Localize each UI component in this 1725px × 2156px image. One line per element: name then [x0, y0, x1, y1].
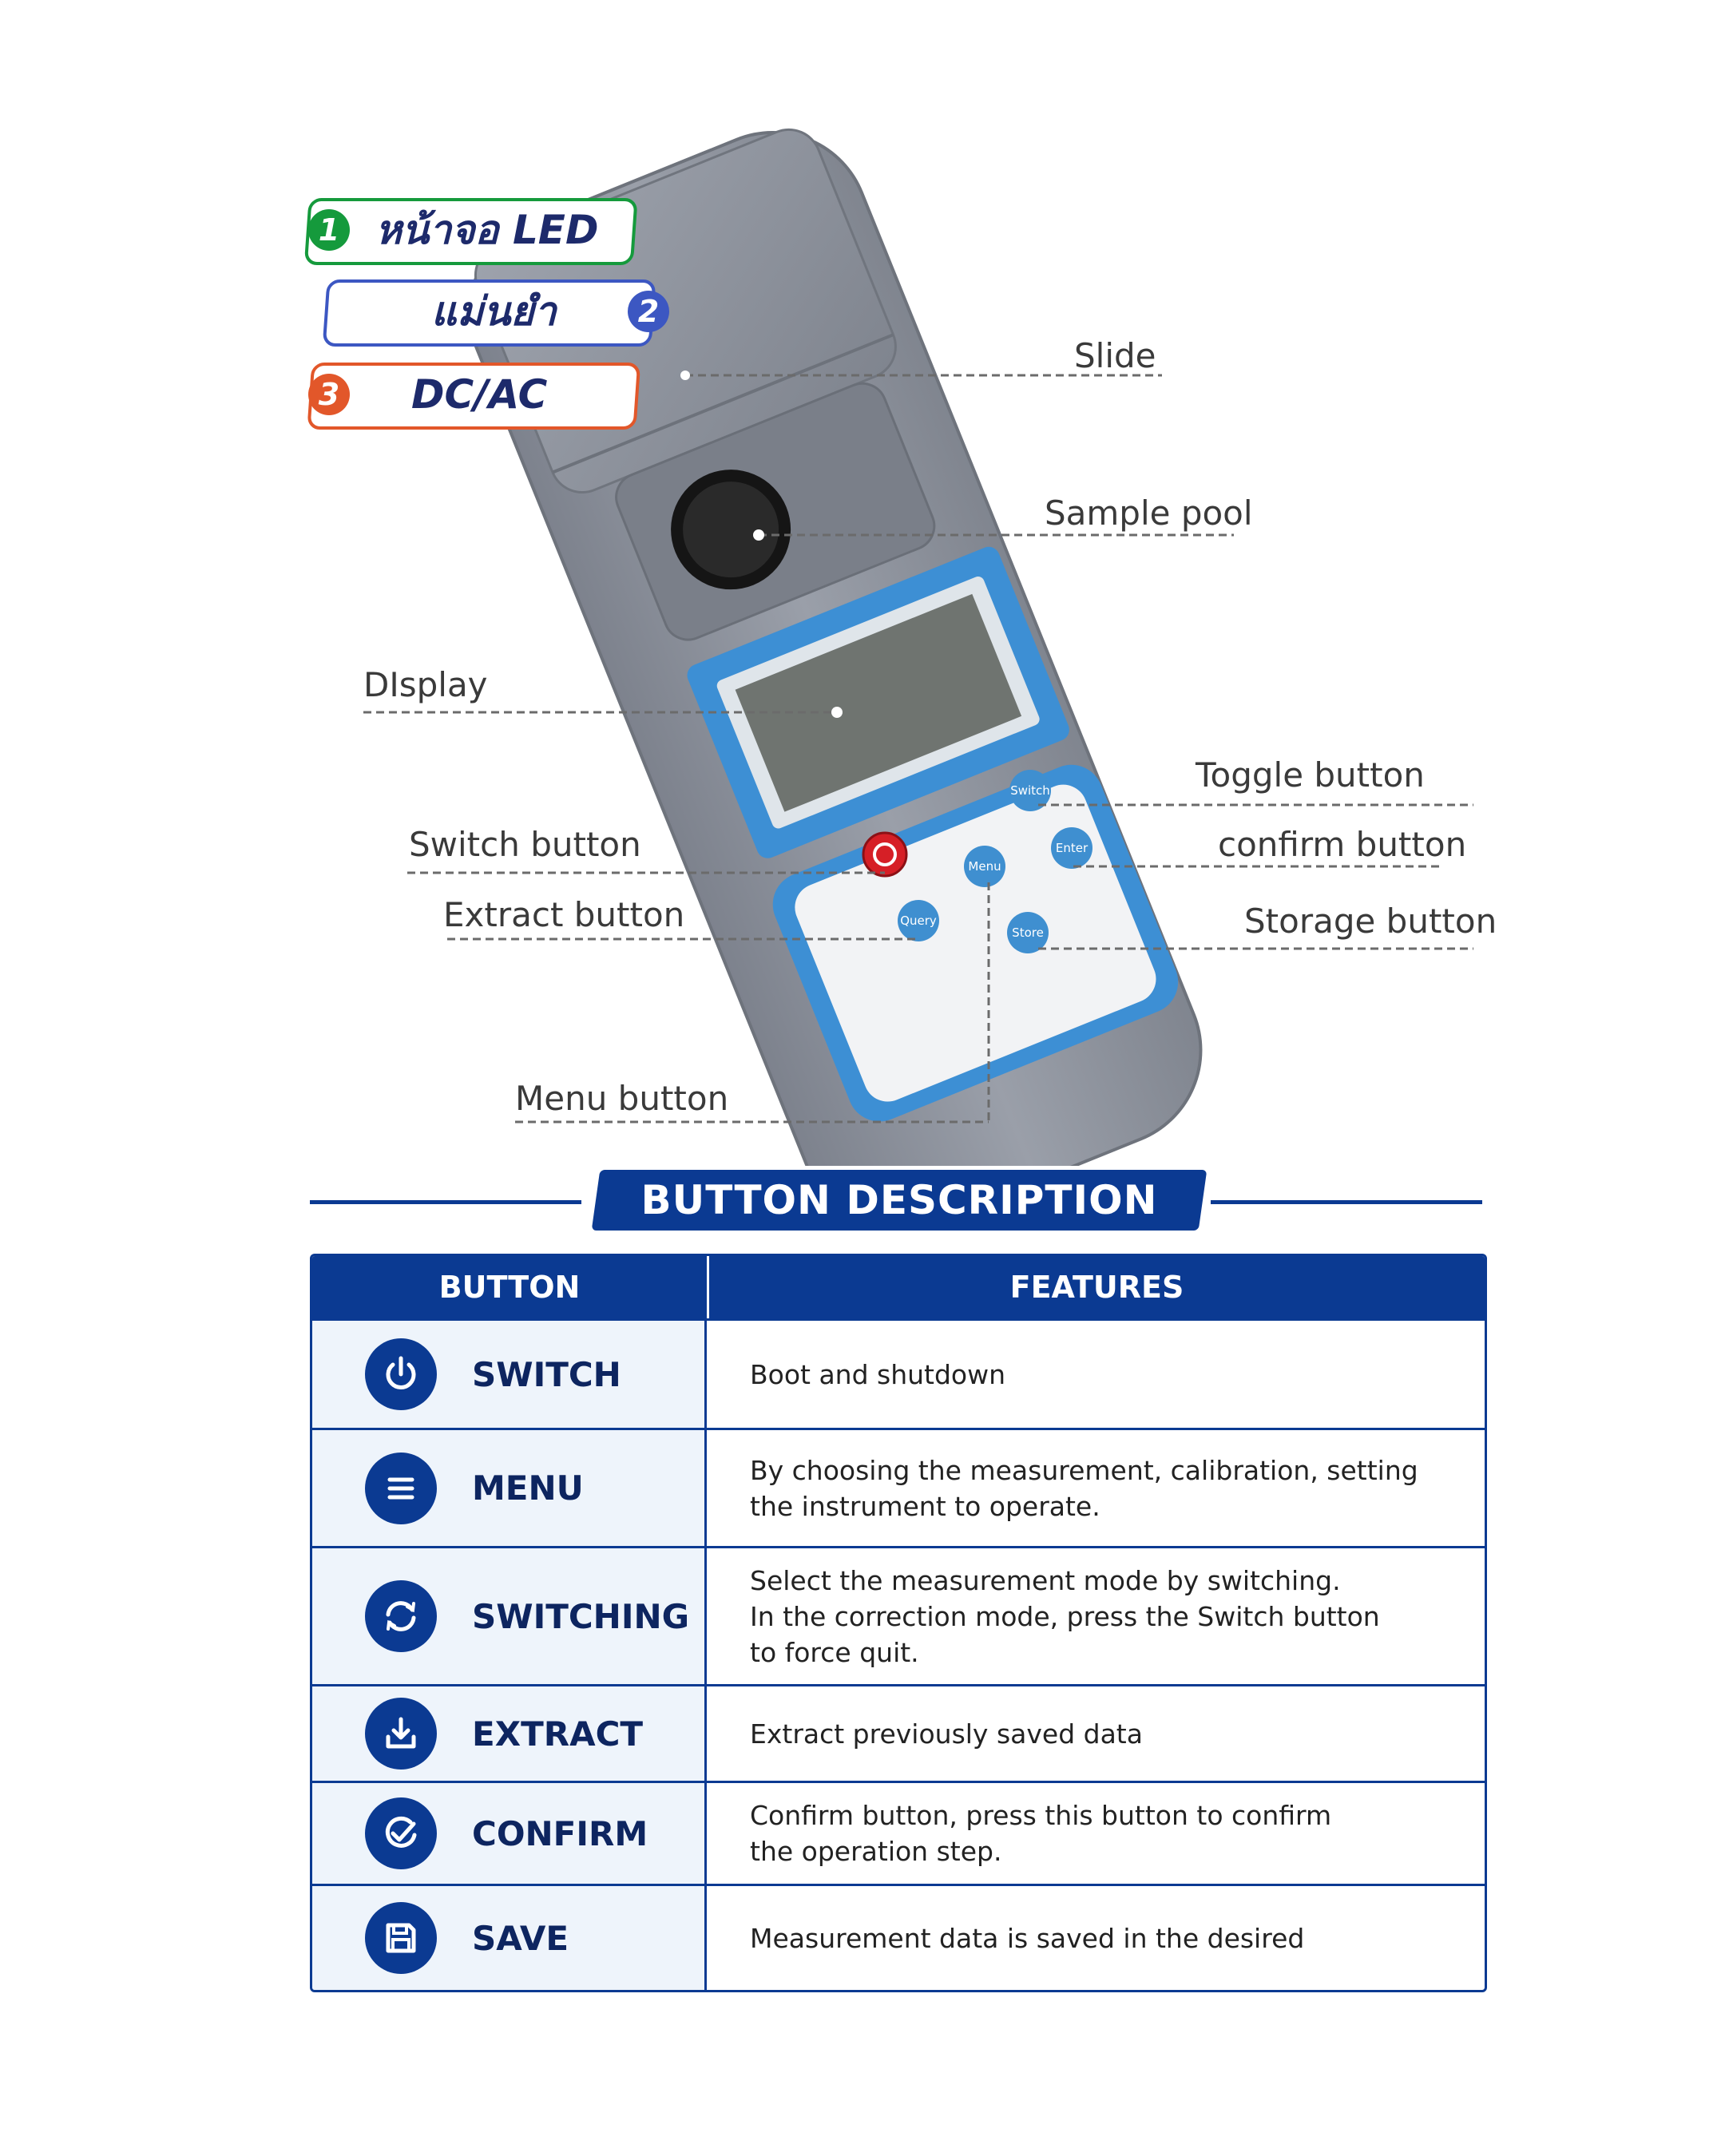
- table-row: SWITCHING Select the measurement mode by…: [312, 1546, 1485, 1684]
- query-key: [898, 900, 939, 941]
- power-key: [862, 831, 908, 878]
- button-description-table: BUTTON FEATURES SWITCH Boot and shutdown…: [310, 1254, 1487, 1992]
- section-header: BUTTON DESCRIPTION: [310, 1170, 1482, 1234]
- menu-key: [964, 846, 1005, 887]
- feature-text: Confirm button, press this button to con…: [750, 1800, 1332, 1831]
- switch-key: [1009, 770, 1051, 811]
- header-features: FEATURES: [1009, 1270, 1184, 1305]
- header-rule-left: [310, 1200, 581, 1204]
- callout-switch: Switch button: [409, 825, 641, 864]
- button-name: CONFIRM: [472, 1813, 648, 1853]
- feature-text: Boot and shutdown: [750, 1358, 1006, 1390]
- switch-key-label: Switch: [1010, 783, 1050, 798]
- badge-3-text: DC/AC: [411, 371, 548, 418]
- button-name: SAVE: [472, 1918, 569, 1958]
- table-row: EXTRACT Extract previously saved data: [312, 1684, 1485, 1781]
- section-title: BUTTON DESCRIPTION: [640, 1177, 1158, 1223]
- button-name: EXTRACT: [472, 1714, 644, 1754]
- feature-cell: Extract previously saved data: [707, 1686, 1485, 1781]
- feature-text: the operation step.: [750, 1836, 1002, 1867]
- callout-storage: Storage button: [1244, 902, 1497, 941]
- feature-cell: By choosing the measurement, calibration…: [707, 1430, 1485, 1546]
- device-illustration: Switch Enter Menu Query Store 1 หน้าจอ L…: [304, 128, 1497, 1166]
- badge-2: 2 แม่นยำ: [323, 279, 669, 347]
- button-cell: SAVE: [312, 1886, 707, 1990]
- feature-text: to force quit.: [750, 1636, 919, 1668]
- feature-text: the instrument to operate.: [750, 1490, 1100, 1522]
- button-cell: CONFIRM: [312, 1783, 707, 1884]
- keypad-buttons: Switch Enter Menu Query Store: [862, 770, 1092, 953]
- feature-cell: Select the measurement mode by switching…: [707, 1548, 1485, 1684]
- download-icon: [365, 1698, 437, 1770]
- callout-confirm: confirm button: [1218, 825, 1466, 864]
- device: [468, 128, 1203, 1166]
- table-row: MENU By choosing the measurement, calibr…: [312, 1428, 1485, 1546]
- badge-1-text: หน้าจอ LED: [375, 207, 598, 253]
- store-key-label: Store: [1012, 925, 1044, 940]
- badge-2-text: แม่นยำ: [431, 288, 558, 335]
- feature-text: In the correction mode, press the Switch…: [750, 1600, 1380, 1632]
- store-key: [1007, 912, 1049, 953]
- button-name: SWITCHING: [472, 1596, 690, 1636]
- table-header: BUTTON FEATURES: [312, 1256, 1485, 1318]
- button-cell: EXTRACT: [312, 1686, 707, 1781]
- button-cell: SWITCHING: [312, 1548, 707, 1684]
- table-row: SAVE Measurement data is saved in the de…: [312, 1884, 1485, 1990]
- callout-extract: Extract button: [443, 895, 684, 934]
- table-row: CONFIRM Confirm button, press this butto…: [312, 1781, 1485, 1884]
- callout-slide: Slide: [1074, 336, 1156, 375]
- badge-3: 3 DC/AC: [307, 363, 640, 430]
- feature-cell: Measurement data is saved in the desired: [707, 1886, 1485, 1990]
- feature-text: Extract previously saved data: [750, 1718, 1143, 1750]
- callout-display: DIsplay: [363, 665, 488, 704]
- button-name: SWITCH: [472, 1354, 621, 1394]
- button-cell: SWITCH: [312, 1321, 707, 1428]
- sync-icon: [365, 1580, 437, 1652]
- enter-key-label: Enter: [1056, 841, 1089, 855]
- check-icon: [365, 1797, 437, 1869]
- enter-key: [1051, 827, 1092, 869]
- feature-text: By choosing the measurement, calibration…: [750, 1454, 1418, 1486]
- badge-1-number: 1: [319, 212, 339, 248]
- callout-menu: Menu button: [515, 1079, 728, 1118]
- badge-1: 1 หน้าจอ LED: [304, 198, 637, 265]
- menu-icon: [365, 1452, 437, 1524]
- feature-cell: Confirm button, press this button to con…: [707, 1783, 1485, 1884]
- header-button: BUTTON: [312, 1256, 709, 1318]
- table-row: SWITCH Boot and shutdown: [312, 1318, 1485, 1428]
- badge-2-number: 2: [638, 294, 659, 329]
- feature-text: Measurement data is saved in the desired: [750, 1922, 1305, 1954]
- button-name: MENU: [472, 1468, 584, 1508]
- callout-sample-pool: Sample pool: [1045, 493, 1253, 533]
- query-key-label: Query: [900, 914, 937, 928]
- header-rule-right: [1211, 1200, 1482, 1204]
- menu-key-label: Menu: [968, 859, 1001, 874]
- callout-leaders: [363, 371, 1473, 1124]
- power-icon: [365, 1338, 437, 1410]
- callout-labels: Slide Sample pool DIsplay Toggle button …: [363, 336, 1497, 1118]
- callout-toggle: Toggle button: [1195, 755, 1425, 795]
- button-cell: MENU: [312, 1430, 707, 1546]
- feature-cell: Boot and shutdown: [707, 1321, 1485, 1428]
- save-icon: [365, 1902, 437, 1974]
- lcd-screen: [735, 593, 1022, 812]
- feature-text: Select the measurement mode by switching…: [750, 1564, 1341, 1596]
- badge-3-number: 3: [319, 377, 339, 412]
